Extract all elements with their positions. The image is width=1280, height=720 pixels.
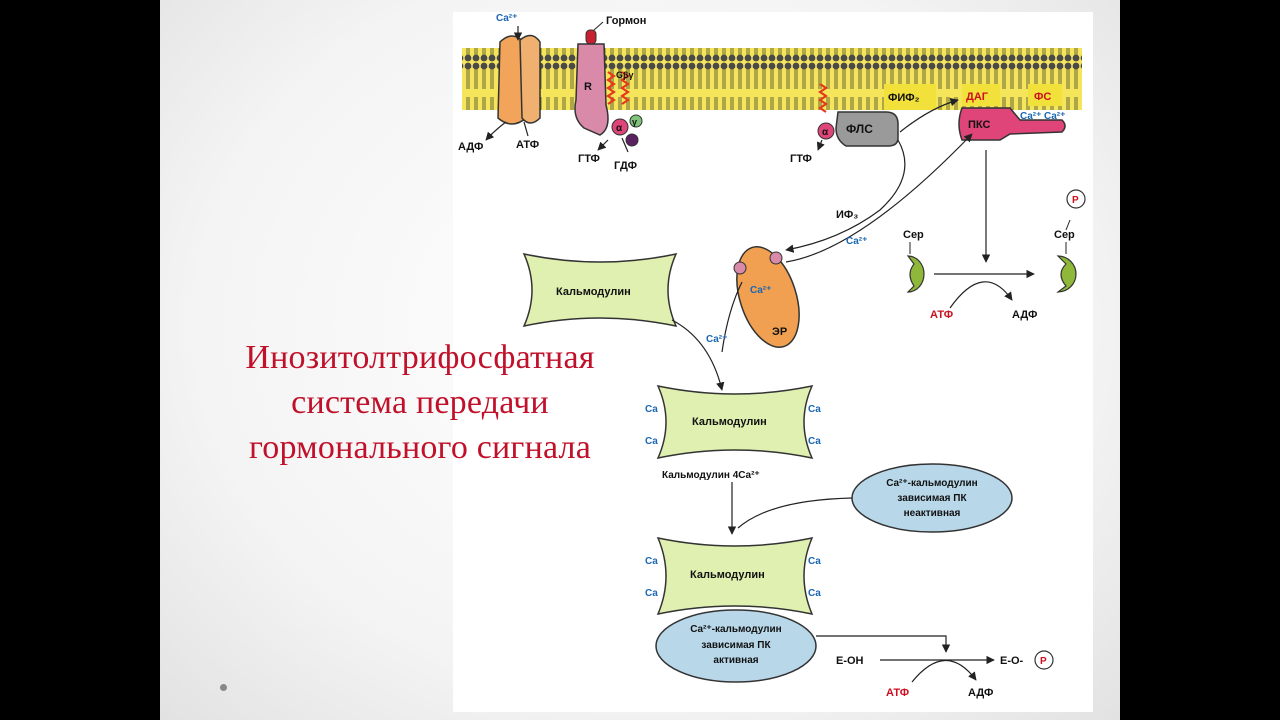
cam3-ca-4: Ca — [808, 588, 821, 599]
ser-p-label: P — [1072, 195, 1079, 206]
pk-active-line3: активная — [713, 655, 758, 666]
pls-label: ФЛС — [846, 122, 873, 136]
title-line-3: гормонального сигнала — [248, 429, 592, 466]
calmodulin-free: Кальмодулин — [522, 252, 678, 328]
cam2-ca-4: Ca — [808, 436, 821, 447]
ip3-arrow — [785, 139, 906, 253]
ps-highlight — [1028, 84, 1062, 106]
ser-1-label: Сер — [903, 229, 924, 241]
gamma-label: γ — [632, 117, 637, 127]
hormone-receptor: Гормон R Gβγ α γ ГТФ ГДФ — [574, 15, 646, 172]
calmodulin-complex: Кальмодулин Ca Ca Ca Ca — [645, 536, 821, 616]
pk-inactive: Ca²⁺-кальмодулин зависимая ПК неактивная — [851, 463, 1013, 533]
calmodulin-2-label: Кальмодулин — [692, 416, 767, 428]
ser-substrate: Сер — [903, 229, 925, 293]
atp-adp-arc-2 — [911, 659, 977, 683]
ser-adp-label: АДФ — [1012, 309, 1037, 321]
calcium-channel: Ca²⁺ АДФ АТФ — [458, 13, 541, 153]
calmodulin-binding-arrow — [671, 319, 725, 391]
cam2-ca-1: Ca — [645, 404, 658, 415]
cam3-ca-1: Ca — [645, 556, 658, 567]
pk-active-line1: Ca²⁺-кальмодулин — [690, 624, 781, 635]
slide-title: Инозитолтрифосфатная система передачи го… — [180, 335, 660, 470]
calmodulin-3-label: Кальмодулин — [690, 569, 765, 581]
pip2-label: ФИФ₂ — [888, 92, 920, 104]
pip2-highlight — [884, 84, 936, 110]
cam3-ca-2: Ca — [645, 588, 658, 599]
cam2-ca-3: Ca — [808, 404, 821, 415]
channel-ca-label: Ca²⁺ — [496, 13, 517, 24]
atp-adp-arc-1 — [949, 281, 1013, 309]
bullet-dot — [220, 684, 227, 691]
g-protein-label: Gβγ — [616, 70, 634, 80]
cam3-ca-3: Ca — [808, 556, 821, 567]
plc-alpha-label: α — [822, 127, 829, 138]
pk-active: Ca²⁺-кальмодулин зависимая ПК активная — [655, 609, 817, 683]
er-label: ЭР — [772, 326, 787, 338]
calmodulin-1-label: Кальмодулин — [556, 286, 631, 298]
cytosol-ca-label: Ca²⁺ — [706, 334, 727, 345]
pkc-ca-label-1: Ca²⁺ — [1020, 111, 1041, 122]
pk-inactive-line1: Ca²⁺-кальмодулин — [886, 478, 977, 489]
er-ca-release-arrow — [721, 281, 743, 353]
hormone-label: Гормон — [606, 15, 646, 27]
enzyme-p-circle — [1034, 650, 1054, 670]
phospholipase-c: α ГТФ ФЛС — [790, 83, 899, 165]
pk-to-enzyme-arrow — [816, 635, 951, 653]
protein-kinase-c: ПКС Ca²⁺ Ca²⁺ — [958, 107, 1066, 141]
dag-highlight — [962, 84, 1000, 106]
receptor-gdp-label: ГДФ — [614, 160, 637, 172]
receptor-label: R — [584, 81, 592, 93]
ps-label: ФС — [1034, 91, 1051, 103]
ser-phosphorylated: Сер P — [1054, 189, 1086, 293]
receptor-gtp-label: ГТФ — [578, 153, 600, 165]
pk-active-line2: зависимая ПК — [701, 640, 771, 651]
enzyme-adp-label: АДФ — [968, 687, 993, 699]
ip3-label: ИФ₃ — [836, 209, 858, 221]
title-line-1: Инозитолтрифосфатная — [245, 339, 595, 376]
e-oh-label: Е-ОН — [836, 655, 864, 667]
channel-atp-label: АТФ — [516, 139, 539, 151]
e-o-label: Е-О- — [1000, 655, 1024, 667]
er-ca-label: Ca²⁺ — [750, 285, 771, 296]
enzyme-p-label: P — [1040, 656, 1047, 667]
ser-2-label: Сер — [1054, 229, 1075, 241]
pkc-label: ПКС — [968, 119, 990, 131]
calmodulin-4ca: Кальмодулин Ca Ca Ca Ca Кальмодулин 4Ca²… — [645, 384, 821, 481]
pkc-ca-label-2: Ca²⁺ — [1044, 111, 1065, 122]
ca-to-pkc-arrow — [785, 133, 973, 263]
endoplasmic-reticulum: Ca²⁺ ЭР — [733, 246, 800, 348]
alpha-label: α — [616, 123, 623, 134]
dag-label: ДАГ — [966, 91, 989, 103]
channel-adp-label: АДФ — [458, 141, 483, 153]
ser-atp-label: АТФ — [930, 309, 953, 321]
plc-gtp-label: ГТФ — [790, 153, 812, 165]
calmodulin-4ca-label: Кальмодулин 4Ca²⁺ — [662, 470, 760, 481]
pk-inactive-line3: неактивная — [904, 508, 961, 519]
cam2-ca-2: Ca — [645, 436, 658, 447]
pk-inactive-line2: зависимая ПК — [897, 493, 967, 504]
pk-binding-arrow — [737, 497, 853, 529]
pip2-to-dag-arrow — [899, 98, 959, 133]
er-ca-out-label: Ca²⁺ — [846, 236, 867, 247]
title-line-2: система передачи — [291, 384, 549, 421]
enzyme-atp-label: АТФ — [886, 687, 909, 699]
